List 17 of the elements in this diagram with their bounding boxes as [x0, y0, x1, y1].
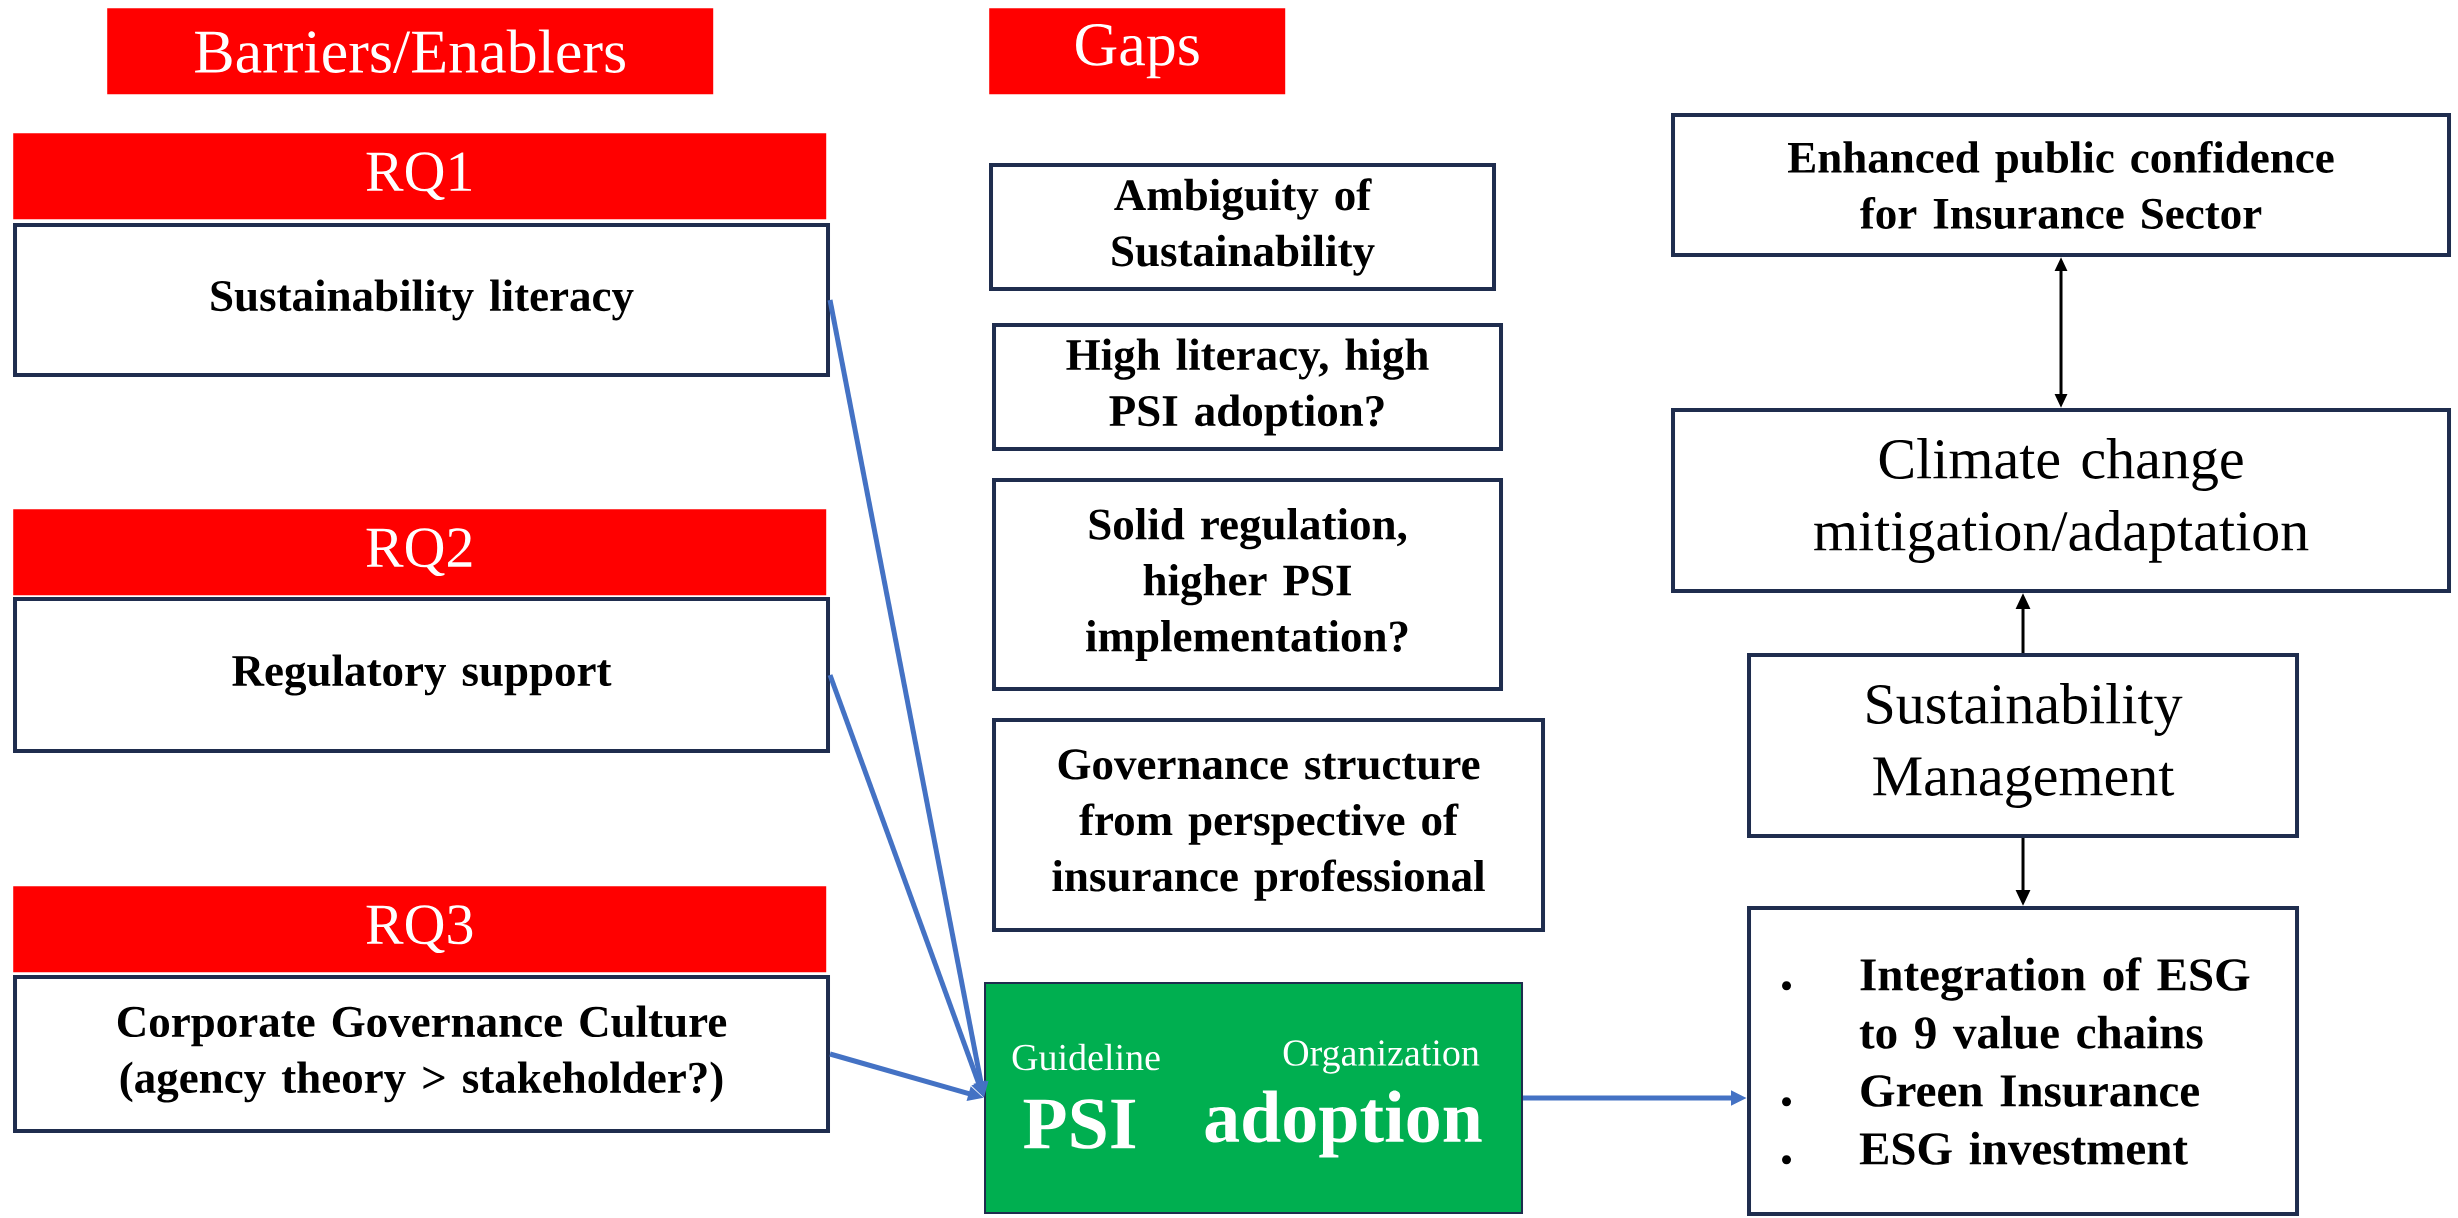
heading-banner: Barriers/Enablers: [107, 8, 714, 95]
text-box: Corporate Governance Culture (agency theory > stakeholder?): [13, 975, 830, 1133]
heading-banner: RQ2: [13, 509, 827, 596]
text-box: Climate change mitigation/adaptation: [1671, 408, 2451, 593]
bullet-list-box: Integration of ESG to 9 value chains Green Insurance ESG investment: [1747, 906, 2299, 1216]
text-box: Sustainability Management: [1747, 653, 2299, 838]
heading-banner: RQ1: [13, 133, 827, 220]
text-box: Enhanced public confidence for Insurance Sector: [1671, 113, 2451, 257]
text-box: Sustainability literacy: [13, 223, 830, 377]
text-box: High literacy, high PSI adoption?: [992, 323, 1503, 451]
heading-banner: Gaps: [989, 8, 1286, 95]
text-box: Ambiguity of Sustainability: [989, 163, 1496, 291]
adoption-box: Guideline Organization PSI adoption: [984, 982, 1523, 1214]
text-box: Regulatory support: [13, 597, 830, 753]
text-box: Governance structure from perspective of insurance professional: [992, 718, 1545, 932]
text-box: Solid regulation, higher PSI implementation?: [992, 478, 1503, 691]
heading-banner: RQ3: [13, 886, 827, 973]
